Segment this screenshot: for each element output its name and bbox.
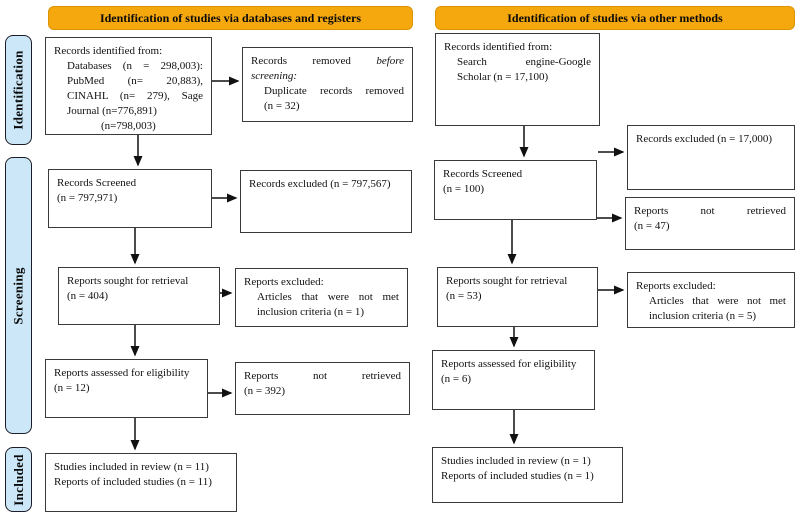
text-line: Reports assessed for eligibility bbox=[54, 367, 190, 379]
box-records-screened-other: Records Screened (n = 100) bbox=[434, 160, 597, 220]
text-fragment-italic: before bbox=[376, 55, 405, 67]
text-line: Duplicate records removed bbox=[264, 85, 404, 97]
text-line: (n = 6) bbox=[441, 373, 472, 385]
text-line: Studies included in review (n = 11) bbox=[54, 461, 209, 473]
box-reports-not-retrieved-other: Reports not retrieved (n = 47) bbox=[625, 197, 795, 250]
box-records-removed-before-screening: Records removed before screening: Duplic… bbox=[242, 47, 413, 122]
text-line: (n = 392) bbox=[244, 385, 286, 397]
text-line: Reports of included studies (n = 1) bbox=[441, 470, 594, 482]
box-reports-not-retrieved-databases: Reports not retrieved (n = 392) bbox=[235, 362, 410, 415]
text-line: Scholar (n = 17,100) bbox=[457, 71, 549, 83]
box-studies-included-databases: Studies included in review (n = 11) Repo… bbox=[45, 453, 237, 512]
text-line: Reports excluded: bbox=[636, 280, 716, 292]
box-records-screened-databases: Records Screened (n = 797,971) bbox=[48, 169, 212, 228]
text-line: PubMed (n= 20,883), bbox=[67, 75, 203, 87]
box-reports-sought-other: Reports sought for retrieval (n = 53) bbox=[437, 267, 598, 327]
text-line: Records Screened bbox=[443, 168, 523, 180]
text-line: Records identified from: bbox=[444, 41, 553, 53]
text-line: (n = 404) bbox=[67, 290, 109, 302]
box-reports-excluded-databases: Reports excluded: Articles that were not… bbox=[235, 268, 408, 327]
box-studies-included-other: Studies included in review (n = 1) Repor… bbox=[432, 447, 623, 503]
text-line: Reports not retrieved bbox=[244, 370, 401, 382]
text-line: Records removed before bbox=[251, 54, 404, 69]
text-line: inclusion criteria (n = 1) bbox=[257, 306, 365, 318]
text-line: Reports excluded: bbox=[244, 276, 324, 288]
text-line: Reports of included studies (n = 11) bbox=[54, 476, 212, 488]
text-line: (n = 47) bbox=[634, 220, 670, 232]
box-reports-sought-databases: Reports sought for retrieval (n = 404) bbox=[58, 267, 220, 325]
header-other-methods: Identification of studies via other meth… bbox=[435, 6, 795, 30]
text-line: (n = 32) bbox=[264, 100, 300, 112]
stage-label-included-text: Included bbox=[10, 453, 26, 506]
text-line: Articles that were not met bbox=[649, 295, 786, 307]
box-records-excluded-other: Records excluded (n = 17,000) bbox=[627, 125, 795, 190]
box-records-identified-databases: Records identified from: Databases (n = … bbox=[45, 37, 212, 135]
text-line: Search engine-Google bbox=[457, 56, 591, 68]
stage-label-identification-text: Identification bbox=[10, 50, 26, 130]
box-reports-excluded-other: Reports excluded: Articles that were not… bbox=[627, 272, 795, 328]
text-line: inclusion criteria (n = 5) bbox=[649, 310, 757, 322]
text-fragment: Records removed bbox=[251, 55, 351, 67]
text-line: Records excluded (n = 17,000) bbox=[636, 133, 773, 145]
text-line: Articles that were not met bbox=[257, 291, 399, 303]
text-line: screening: bbox=[251, 70, 298, 82]
stage-label-identification: Identification bbox=[5, 35, 32, 145]
text-line: Reports assessed for eligibility bbox=[441, 358, 577, 370]
box-records-identified-other: Records identified from: Search engine-G… bbox=[435, 33, 600, 126]
box-records-excluded-databases: Records excluded (n = 797,567) bbox=[240, 170, 412, 233]
stage-label-screening: Screening bbox=[5, 157, 32, 434]
text-line: CINAHL (n= 279), Sage bbox=[67, 90, 203, 102]
text-line: (n = 53) bbox=[446, 290, 482, 302]
header-databases-registers: Identification of studies via databases … bbox=[48, 6, 413, 30]
text-line: Records excluded (n = 797,567) bbox=[249, 178, 391, 190]
text-line: Records identified from: bbox=[54, 45, 163, 57]
text-line: Databases (n = 298,003): bbox=[67, 60, 203, 72]
text-line: (n = 797,971) bbox=[57, 192, 118, 204]
box-reports-assessed-other: Reports assessed for eligibility (n = 6) bbox=[432, 350, 595, 410]
text-line: Reports not retrieved bbox=[634, 205, 786, 217]
text-line: Studies included in review (n = 1) bbox=[441, 455, 591, 467]
text-line: Records Screened bbox=[57, 177, 137, 189]
text-line: Reports sought for retrieval bbox=[446, 275, 568, 287]
text-line: Journal (n=776,891) bbox=[67, 105, 157, 117]
stage-label-screening-text: Screening bbox=[10, 266, 26, 325]
text-line: (n = 100) bbox=[443, 183, 485, 195]
stage-label-included: Included bbox=[5, 447, 32, 512]
text-line: (n = 12) bbox=[54, 382, 90, 394]
text-line: Reports sought for retrieval bbox=[67, 275, 189, 287]
box-reports-assessed-databases: Reports assessed for eligibility (n = 12… bbox=[45, 359, 208, 418]
text-line: (n=798,003) bbox=[101, 120, 156, 132]
